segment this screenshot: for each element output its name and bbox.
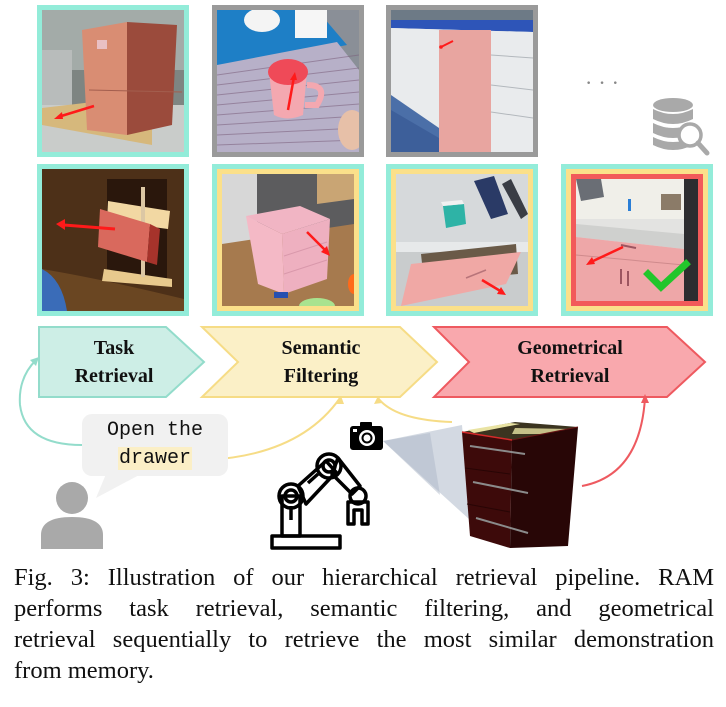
camera-icon bbox=[349, 421, 385, 451]
kitchen-cabinet-photo bbox=[576, 179, 698, 301]
retrieved-tile-kitchen-cabinet-selected bbox=[561, 164, 713, 316]
retrieved-tile-plastic-drawers bbox=[212, 164, 364, 316]
observed-cabinet-3d bbox=[460, 416, 582, 552]
observation-to-semantic-arrow bbox=[377, 397, 453, 423]
stage-task-line1: Task bbox=[93, 337, 135, 359]
desk-drawer-photo bbox=[396, 174, 528, 306]
stage-semantic-filtering-label: Semantic Filtering bbox=[232, 334, 410, 390]
dark-drawer-photo bbox=[42, 169, 184, 311]
instruction-speech-bubble: Open the drawer bbox=[82, 414, 228, 476]
caption-line-3: retrieval sequentially to retrieve the m… bbox=[14, 626, 714, 653]
plastic-drawers-photo bbox=[222, 174, 354, 306]
memory-tile-filing-cabinet bbox=[37, 5, 189, 157]
database-search-icon bbox=[651, 97, 711, 157]
robot-arm-icon bbox=[268, 444, 380, 552]
stage-geometrical-line1: Geometrical bbox=[517, 337, 623, 359]
retrieved-tile-desk-drawer bbox=[386, 164, 538, 316]
filing-cabinet-photo bbox=[42, 10, 184, 152]
stage-geometrical-retrieval-shape bbox=[431, 326, 707, 398]
retrieved-tile-dark-drawer bbox=[37, 164, 189, 316]
stage-task-retrieval-shape bbox=[38, 326, 206, 398]
observation-to-geometrical-arrow bbox=[581, 397, 646, 487]
user-person-icon bbox=[40, 481, 104, 551]
stage-geometrical-line2: Retrieval bbox=[530, 365, 610, 387]
instruction-to-task-arrow bbox=[18, 359, 83, 446]
stage-semantic-line2: Filtering bbox=[283, 365, 359, 387]
memory-tile-mug bbox=[212, 5, 364, 157]
checkmark-icon bbox=[643, 259, 691, 292]
figure-caption: Fig. 3: Illustration of our hierarchical… bbox=[14, 562, 714, 686]
speech-bubble-tail bbox=[96, 474, 141, 498]
dishwasher-photo bbox=[391, 10, 533, 152]
stage-semantic-line1: Semantic bbox=[281, 337, 361, 359]
mug-photo bbox=[217, 10, 359, 152]
instruction-line2-highlighted: drawer bbox=[117, 447, 192, 470]
caption-line-1: Fig. 3: Illustration of our hierarchical… bbox=[14, 564, 714, 591]
stage-task-retrieval-label: Task Retrieval bbox=[39, 334, 189, 390]
memory-tile-dishwasher bbox=[386, 5, 538, 157]
caption-line-4: from memory. bbox=[14, 657, 154, 684]
instruction-line1: Open the bbox=[106, 419, 203, 442]
caption-line-2: performs task retrieval, semantic filter… bbox=[14, 595, 714, 622]
stage-geometrical-retrieval-label: Geometrical Retrieval bbox=[460, 334, 680, 390]
stage-task-line2: Retrieval bbox=[74, 365, 154, 387]
more-items-ellipsis: ··· bbox=[585, 70, 625, 95]
stage-semantic-filtering-shape bbox=[199, 326, 439, 398]
